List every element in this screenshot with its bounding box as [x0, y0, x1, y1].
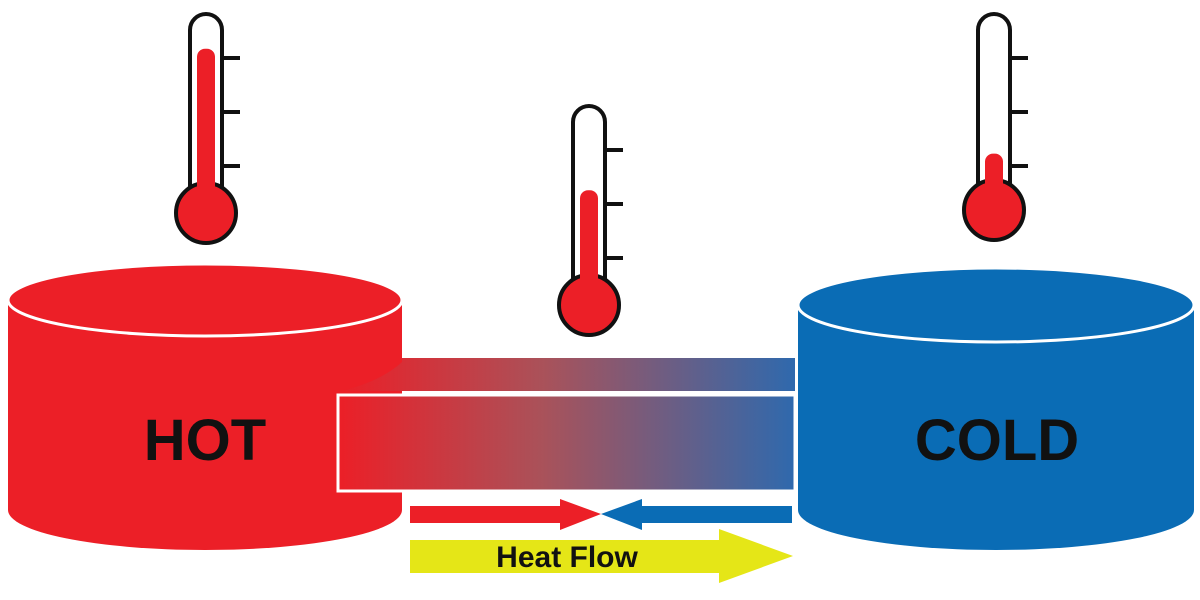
cold-label: COLD [915, 408, 1079, 473]
hot-reservoir: HOT [6, 262, 404, 550]
hot-arrow [410, 499, 601, 530]
middle-thermometer [557, 104, 623, 337]
thermometer-tube [976, 12, 1012, 186]
heat-flow-arrow: Heat Flow [410, 529, 793, 583]
cold-arrow [601, 499, 792, 530]
hot-thermometer [174, 12, 240, 245]
thermometer-bulb [557, 273, 621, 337]
hot-label: HOT [144, 408, 266, 473]
heat-flow-label: Heat Flow [496, 541, 638, 574]
cold-thermometer [962, 12, 1028, 242]
thermometer-level [197, 48, 215, 193]
thermometer-level [580, 190, 598, 285]
thermometer-bulb [174, 181, 238, 245]
cold-reservoir: COLD [796, 266, 1196, 550]
conducting-rod [336, 358, 797, 493]
thermometer-bulb [962, 178, 1026, 242]
